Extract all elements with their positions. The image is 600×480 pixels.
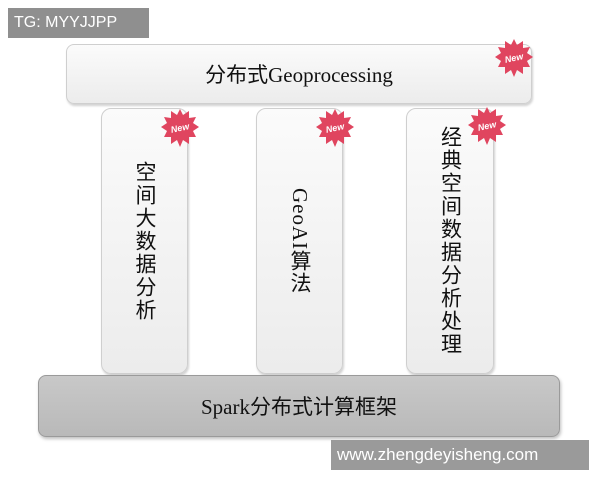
pillar-classic-spatial-analysis-label: 经典空间数据分析处理 bbox=[438, 126, 463, 356]
new-badge-label: New bbox=[503, 51, 525, 65]
new-badge-label: New bbox=[324, 121, 346, 135]
new-badge-icon: New bbox=[315, 108, 355, 148]
distributed-geoprocessing-box: 分布式Geoprocessing bbox=[66, 44, 532, 104]
pillar-spatial-big-data: 空间大数据分析 bbox=[101, 108, 188, 374]
new-badge-label: New bbox=[476, 119, 498, 133]
new-badge-icon: New bbox=[160, 108, 200, 148]
starburst-icon bbox=[316, 109, 354, 147]
pillar-geoai-label: GeoAI算法 bbox=[288, 187, 312, 295]
new-badge-icon: New bbox=[467, 106, 507, 146]
watermark-top: TG: MYYJJPP bbox=[8, 8, 149, 38]
spark-framework-label: Spark分布式计算框架 bbox=[201, 395, 397, 419]
new-badge-icon: New bbox=[494, 38, 534, 78]
watermark-bottom: www.zhengdeyisheng.com bbox=[331, 440, 589, 470]
new-badge-label: New bbox=[169, 121, 191, 135]
starburst-icon bbox=[495, 39, 533, 77]
starburst-icon bbox=[468, 107, 506, 145]
spark-framework-base: Spark分布式计算框架 bbox=[38, 375, 560, 437]
pillar-spatial-big-data-label: 空间大数据分析 bbox=[133, 160, 157, 322]
distributed-geoprocessing-label: 分布式Geoprocessing bbox=[205, 63, 393, 87]
pillar-geoai: GeoAI算法 bbox=[256, 108, 343, 374]
pillar-classic-spatial-analysis: 经典空间数据分析处理 bbox=[406, 108, 494, 374]
starburst-icon bbox=[161, 109, 199, 147]
